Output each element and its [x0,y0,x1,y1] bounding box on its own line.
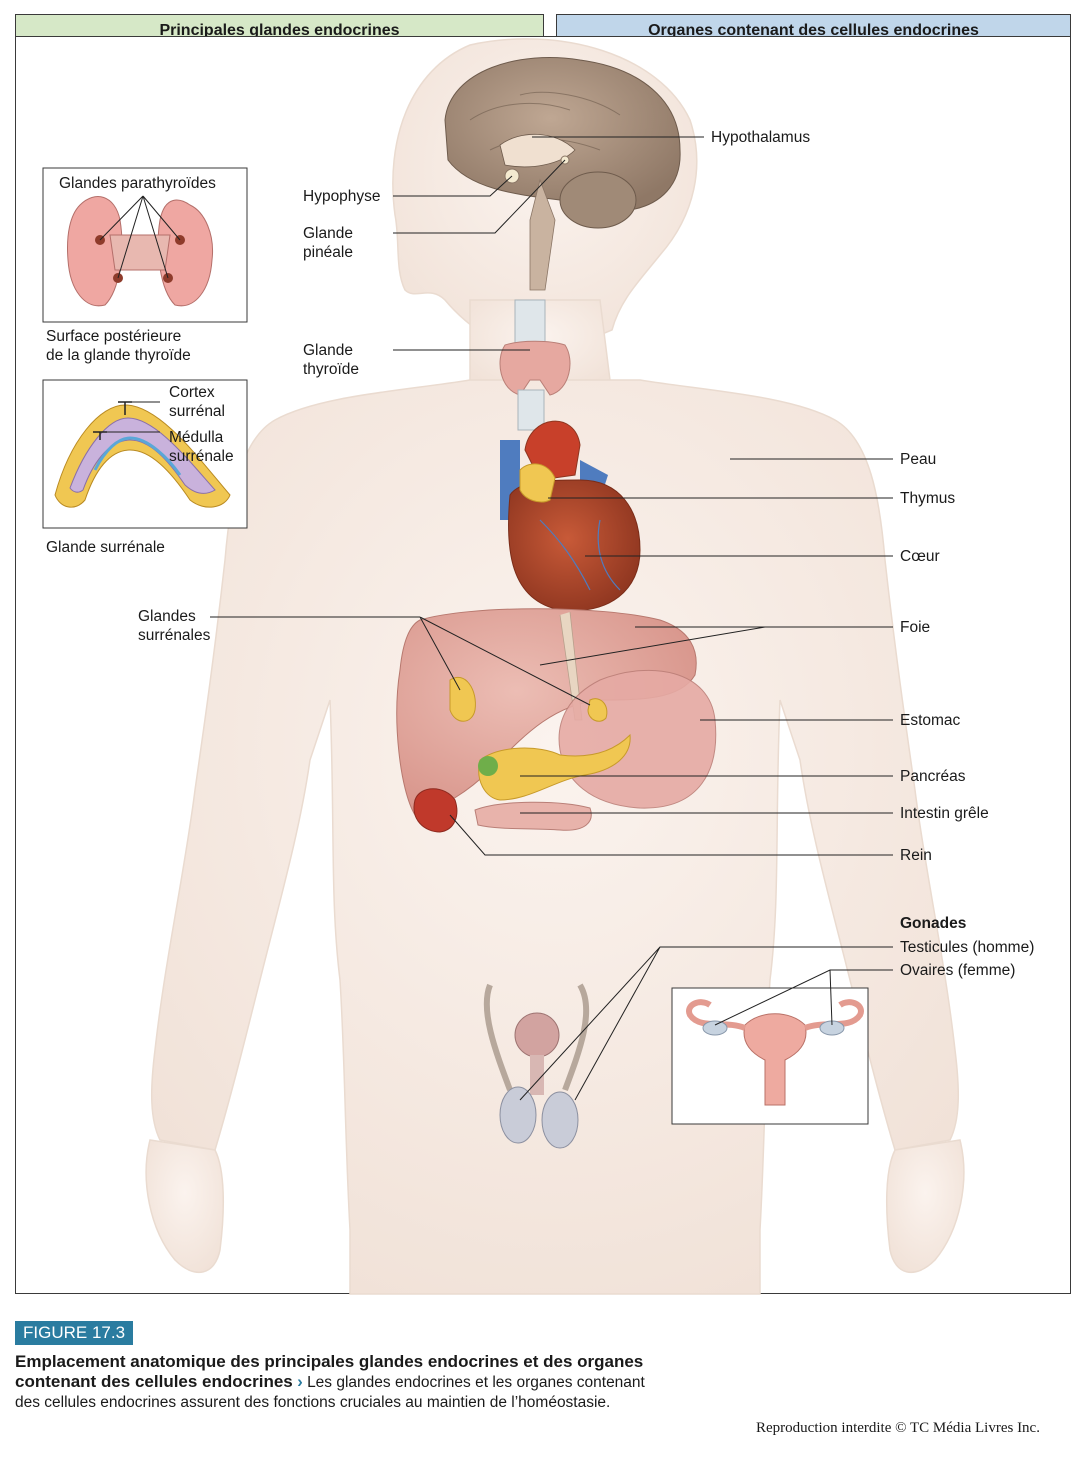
inset-parathyroid-caption-1: Surface postérieure [46,328,182,345]
label-glande-pineale-1: Glande [303,225,353,242]
adrenal-inset [42,379,248,529]
label-coeur: Cœur [900,548,940,565]
label-glande-thyroide-2: thyroïde [303,361,360,378]
inset-parathyroid-title: Glandes parathyroïdes [59,175,216,192]
inset-adrenal-medulla-2: surrénale [169,448,234,465]
leader-lines [100,136,893,1101]
inset-adrenal-cortex-2: surrénal [169,403,225,420]
label-peau: Peau [900,451,937,468]
trachea-thyroid-illustration [499,299,571,431]
label-hypothalamus: Hypothalamus [711,129,811,146]
stomach-illustration [558,669,717,809]
figure-text-line2: des cellules endocrines assurent des fon… [15,1394,611,1411]
caption-arrow-icon: › [297,1372,303,1391]
abdominal-organs [413,677,631,833]
figure-title-line1: Emplacement anatomique des principales g… [15,1352,644,1371]
brain-illustration [444,57,681,291]
parathyroid-inset [42,167,248,323]
inset-parathyroid-caption-2: de la glande thyroïde [46,347,191,364]
label-foie: Foie [900,619,931,636]
label-intestin-grele: Intestin grêle [900,805,989,822]
figure-badge: FIGURE 17.3 [15,1321,134,1345]
figure-caption: Emplacement anatomique des principales g… [15,1352,735,1413]
heart-illustration [500,420,641,612]
label-pancreas: Pancréas [900,768,966,785]
label-glandes-surrenales-2: surrénales [138,627,211,644]
label-estomac: Estomac [900,712,961,729]
label-thymus: Thymus [900,490,956,507]
label-glande-thyroide-1: Glande [303,342,353,359]
label-glandes-surrenales-1: Glandes [138,608,196,625]
inset-adrenal-cortex-1: Cortex [169,384,215,401]
figure-caption-line2: contenant des cellules endocrines › Les … [15,1372,735,1393]
copyright-notice: Reproduction interdite © TC Média Livres… [756,1420,1040,1436]
label-glande-pineale-2: pinéale [303,244,353,261]
label-ovaires: Ovaires (femme) [900,962,1016,979]
inset-adrenal-caption: Glande surrénale [46,539,165,556]
female-reproductive-inset [671,987,869,1125]
label-hypophyse: Hypophyse [303,188,381,205]
male-reproductive-illustration [483,983,590,1149]
label-gonades: Gonades [900,915,967,932]
label-rein: Rein [900,847,932,864]
inset-adrenal-medulla-1: Médulla [169,429,224,446]
figure-text-line1: Les glandes endocrines et les organes co… [307,1374,645,1391]
label-testicules: Testicules (homme) [900,939,1035,956]
figure-title-line2: contenant des cellules endocrines [15,1372,293,1391]
